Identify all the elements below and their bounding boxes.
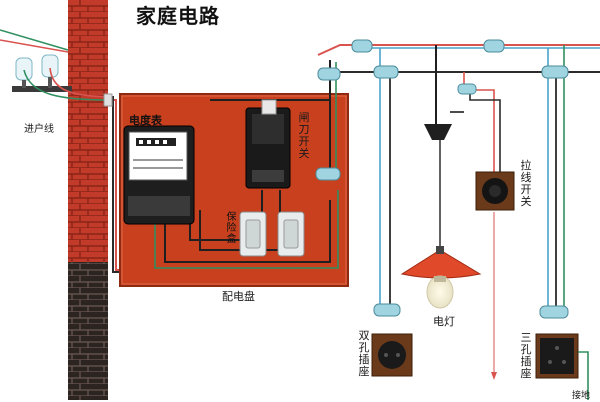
brick-wall-upper <box>68 0 108 262</box>
fuse-box-label: 保险盒 <box>226 212 237 245</box>
two-hole-socket-label: 双孔插座 <box>358 329 370 378</box>
distribution-board-label: 配电盘 <box>222 290 255 303</box>
knife-switch <box>245 99 291 189</box>
pull-switch <box>475 171 515 211</box>
incoming-bracket <box>12 86 72 92</box>
meter-label: 电度表 <box>129 114 162 127</box>
insulator <box>539 305 569 319</box>
wall-conduit <box>103 93 113 107</box>
insulator <box>541 65 569 79</box>
incoming-line-label: 进户线 <box>24 124 54 135</box>
meter-terminal <box>128 196 190 216</box>
incoming-insulator-right <box>41 54 59 88</box>
insulator <box>317 67 341 81</box>
insulator <box>457 83 477 95</box>
lamp-shade <box>400 249 482 279</box>
pull-switch-label: 拉线开关 <box>520 159 532 208</box>
brick-wall <box>68 0 108 400</box>
lamp <box>400 246 482 309</box>
electricity-meter <box>123 125 195 225</box>
knife-switch-label: 闸刀开关 <box>298 111 310 160</box>
ceiling-rose <box>424 124 452 140</box>
incoming-insulators <box>0 29 111 101</box>
insulator <box>373 303 401 317</box>
fuse-box-right <box>277 211 305 257</box>
brick-wall-lower <box>68 262 108 400</box>
lamp-label: 电灯 <box>433 315 455 328</box>
fuse-box-left <box>239 211 267 257</box>
diagram-title: 家庭电路 <box>136 4 220 28</box>
insulator <box>315 167 341 181</box>
pull-cord <box>491 212 497 380</box>
wire-insulators <box>315 39 569 319</box>
ground-label: 接地 <box>572 391 591 401</box>
insulator <box>351 39 373 53</box>
house-wiring <box>317 44 600 312</box>
insulator <box>373 65 399 79</box>
two-hole-socket <box>371 333 413 377</box>
incoming-insulator-left <box>15 57 33 88</box>
insulator <box>483 39 505 53</box>
three-hole-socket <box>535 333 589 400</box>
three-hole-socket-label: 三孔插座 <box>520 331 532 380</box>
